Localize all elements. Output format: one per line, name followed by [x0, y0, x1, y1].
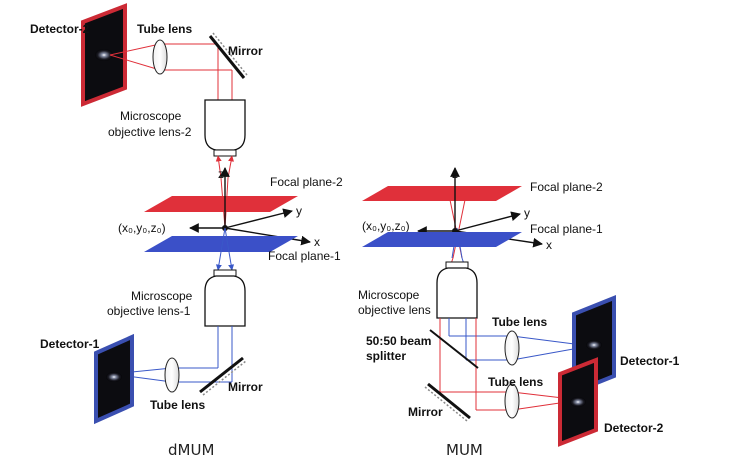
detector-2-label-mum: Detector-2: [604, 421, 664, 435]
beam-top-red: [109, 43, 233, 100]
detector-1-label-mum: Detector-1: [620, 354, 680, 368]
detector-1-label: Detector-1: [40, 337, 100, 351]
detector-1-left: [94, 333, 134, 425]
mirror-bottom-label: Mirror: [228, 380, 263, 394]
objective-2-label-line1: Microscope: [120, 109, 182, 123]
focal-plane-2-label: Focal plane-2: [270, 175, 343, 189]
tube-lens-2-label-mum: Tube lens: [488, 375, 543, 389]
mirror-top: [208, 35, 246, 79]
detector-2-label: Detector-2: [30, 22, 90, 36]
objective-label-mum-line2: objective lens: [358, 303, 431, 317]
beam-splitter: [429, 329, 479, 369]
focal-plane-2-mum: [362, 186, 522, 201]
axis-z-label-dmum: z: [218, 167, 224, 181]
axis-y-label-mum: y: [524, 206, 530, 220]
mirror-mum: [427, 382, 471, 420]
axis-x-label-mum: x: [546, 238, 552, 252]
axis-y-label-dmum: y: [296, 204, 302, 218]
mum-setup: Focal plane-2 z y x (x₀,y₀,z₀) Focal pla…: [358, 167, 680, 459]
axis-z-label-mum: z: [452, 167, 458, 181]
tube-lens-1-mum: [504, 330, 520, 366]
mirror-top-label: Mirror: [228, 44, 263, 58]
focal-plane-1-mum: [362, 232, 522, 247]
coord-label-mum: (x₀,y₀,z₀): [362, 219, 410, 233]
detector-2-mum: [558, 357, 598, 447]
objective-label-mum-line1: Microscope: [358, 288, 420, 302]
tube-lens-top: [152, 39, 168, 75]
splitter-label-line1: 50:50 beam: [366, 334, 431, 348]
splitter-label-line2: splitter: [366, 349, 406, 363]
tube-lens-2-mum: [504, 383, 520, 419]
tube-lens-top-label: Tube lens: [137, 22, 192, 36]
mum-caption: MUM: [446, 441, 483, 459]
focal-plane-2: [144, 196, 298, 212]
tube-lens-bottom-label: Tube lens: [150, 398, 205, 412]
objective-lens-mum: [436, 261, 478, 319]
tube-lens-1-label-mum: Tube lens: [492, 315, 547, 329]
axis-x-label-dmum: x: [314, 235, 320, 249]
focal-plane-1-label: Focal plane-1: [268, 249, 341, 263]
focal-plane-2-label-mum: Focal plane-2: [530, 180, 603, 194]
mirror-bottom: [199, 356, 244, 394]
objective-2-label-line2: objective lens-2: [108, 125, 192, 139]
focal-plane-1-label-mum: Focal plane-1: [530, 222, 603, 236]
dmum-caption: dMUM: [168, 441, 214, 459]
objective-lens-2: [204, 99, 246, 157]
beam-lower-cone: [215, 227, 235, 271]
tube-lens-bottom: [164, 357, 180, 393]
coord-label-dmum: (x₀,y₀,z₀): [118, 221, 166, 235]
mirror-label-mum: Mirror: [408, 405, 443, 419]
objective-lens-1: [204, 269, 246, 327]
objective-1-label-line2: objective lens-1: [107, 304, 191, 318]
dmum-setup: Detector-2 Tube lens Mirror Microscope o…: [30, 3, 343, 459]
detector-2-top: [81, 3, 127, 107]
focal-plane-1: [144, 236, 298, 252]
axes-dmum: [189, 167, 311, 246]
objective-1-label-line1: Microscope: [131, 289, 193, 303]
